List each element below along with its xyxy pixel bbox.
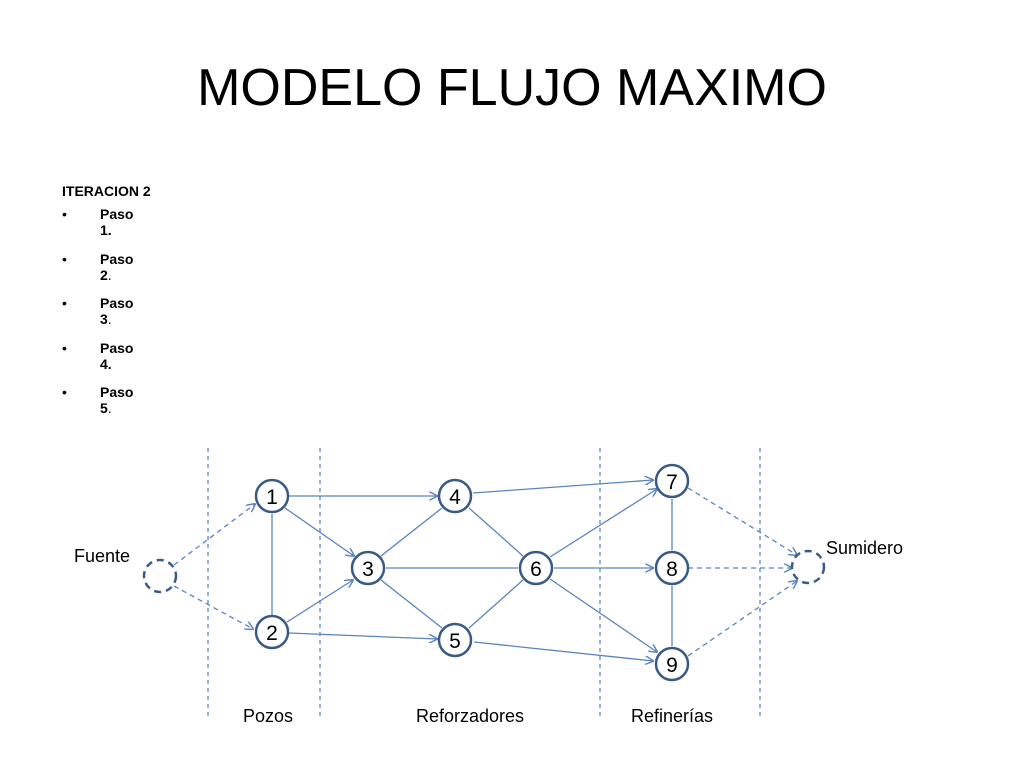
bullet-icon: • [62,250,67,267]
edge-6-9 [549,578,657,652]
node-2-label: 2 [266,622,278,645]
node-2 [254,614,290,650]
step-punct: . [107,266,112,283]
edge-5-6 [468,579,524,629]
sink-label: Sumidero [826,538,903,558]
step-text: Paso 1. [100,206,134,238]
bullet-icon: • [62,339,67,356]
zone-label-pozos: Pozos [243,706,293,726]
dashed-edges [173,487,797,657]
source-label: Fuente [74,546,130,566]
step-punct: . [107,311,112,327]
solid-edges [271,480,673,661]
node-7 [654,463,690,499]
node-4-label: 4 [449,486,461,509]
node-5-label: 5 [449,630,461,653]
edge-6-7 [549,489,657,558]
edge-2-3 [286,580,353,623]
node-9 [654,646,690,682]
node-3 [350,550,386,586]
bullet-icon: • [62,295,67,311]
edge-7-sink [687,487,797,555]
step-text: Paso 4. [100,339,134,372]
node-4 [437,478,473,514]
node-1-label: 1 [266,486,278,509]
step-label: Paso 5. [100,384,133,416]
zone-dividers [207,448,761,718]
edge-4-6 [468,507,524,557]
node-6-label: 6 [530,558,542,581]
node-8-label: 8 [666,558,678,581]
zone-label-reforzadores: Reforzadores [416,706,524,726]
node-5 [437,622,473,658]
step-label: Paso 1. [100,206,133,238]
step-label: Paso 2. [100,251,133,283]
network-nodes: 1 2 3 4 5 6 7 8 9 [254,463,690,682]
slide-title: MODELO FLUJO MAXIMO [197,59,827,117]
step-text: Paso 2 [100,250,134,283]
step-text: Paso 3 [100,295,134,327]
edge-3-5 [380,579,443,629]
edge-source-1 [173,504,255,566]
edge-source-2 [173,585,253,629]
edge-9-sink [687,581,797,657]
zone-label-refinerias: Refinerías [631,706,713,726]
edge-4-7 [472,480,653,494]
sink-node [790,549,826,585]
node-7-label: 7 [666,471,678,494]
node-6 [518,550,554,586]
node-1 [254,478,290,514]
edge-5-9 [473,641,653,661]
node-8 [654,550,690,586]
step-label: Paso 4. [100,340,133,372]
bullet-icon: • [62,206,67,222]
step-punct: . [107,400,112,416]
edge-4-3 [380,507,443,557]
edge-1-3 [284,507,354,556]
source-node [142,558,178,594]
step-text: Paso 5 [100,384,134,416]
iteration-heading: ITERACION 2 [62,183,151,199]
step-label: Paso 3. [100,295,133,327]
node-3-label: 3 [362,558,374,581]
bullet-icon: • [62,384,67,400]
edge-2-5 [288,632,437,639]
node-9-label: 9 [666,654,678,677]
